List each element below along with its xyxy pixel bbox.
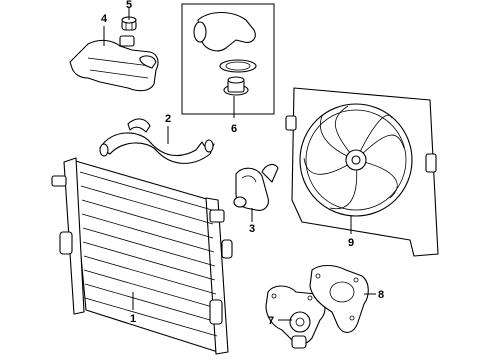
pump-cover	[309, 264, 369, 333]
outlet-hose	[233, 163, 279, 211]
callout-9: 9	[348, 237, 354, 249]
radiator	[51, 157, 233, 355]
callout-1: 1	[130, 313, 136, 325]
callout-7: 7	[268, 315, 274, 327]
callout-6: 6	[231, 123, 237, 135]
coolant-reservoir	[69, 35, 159, 92]
callout-8: 8	[378, 289, 384, 301]
callouts: 1 2 3 4 5 6 7 8 9	[101, 0, 384, 327]
callout-5: 5	[126, 0, 132, 11]
callout-3: 3	[249, 223, 255, 235]
callout-2: 2	[165, 113, 171, 125]
coolant-hose	[99, 118, 215, 164]
water-pump	[265, 285, 326, 349]
fan-shroud	[285, 87, 439, 257]
thermostat-group	[181, 3, 275, 115]
leader-lines	[103, 8, 376, 321]
callout-4: 4	[101, 13, 108, 25]
